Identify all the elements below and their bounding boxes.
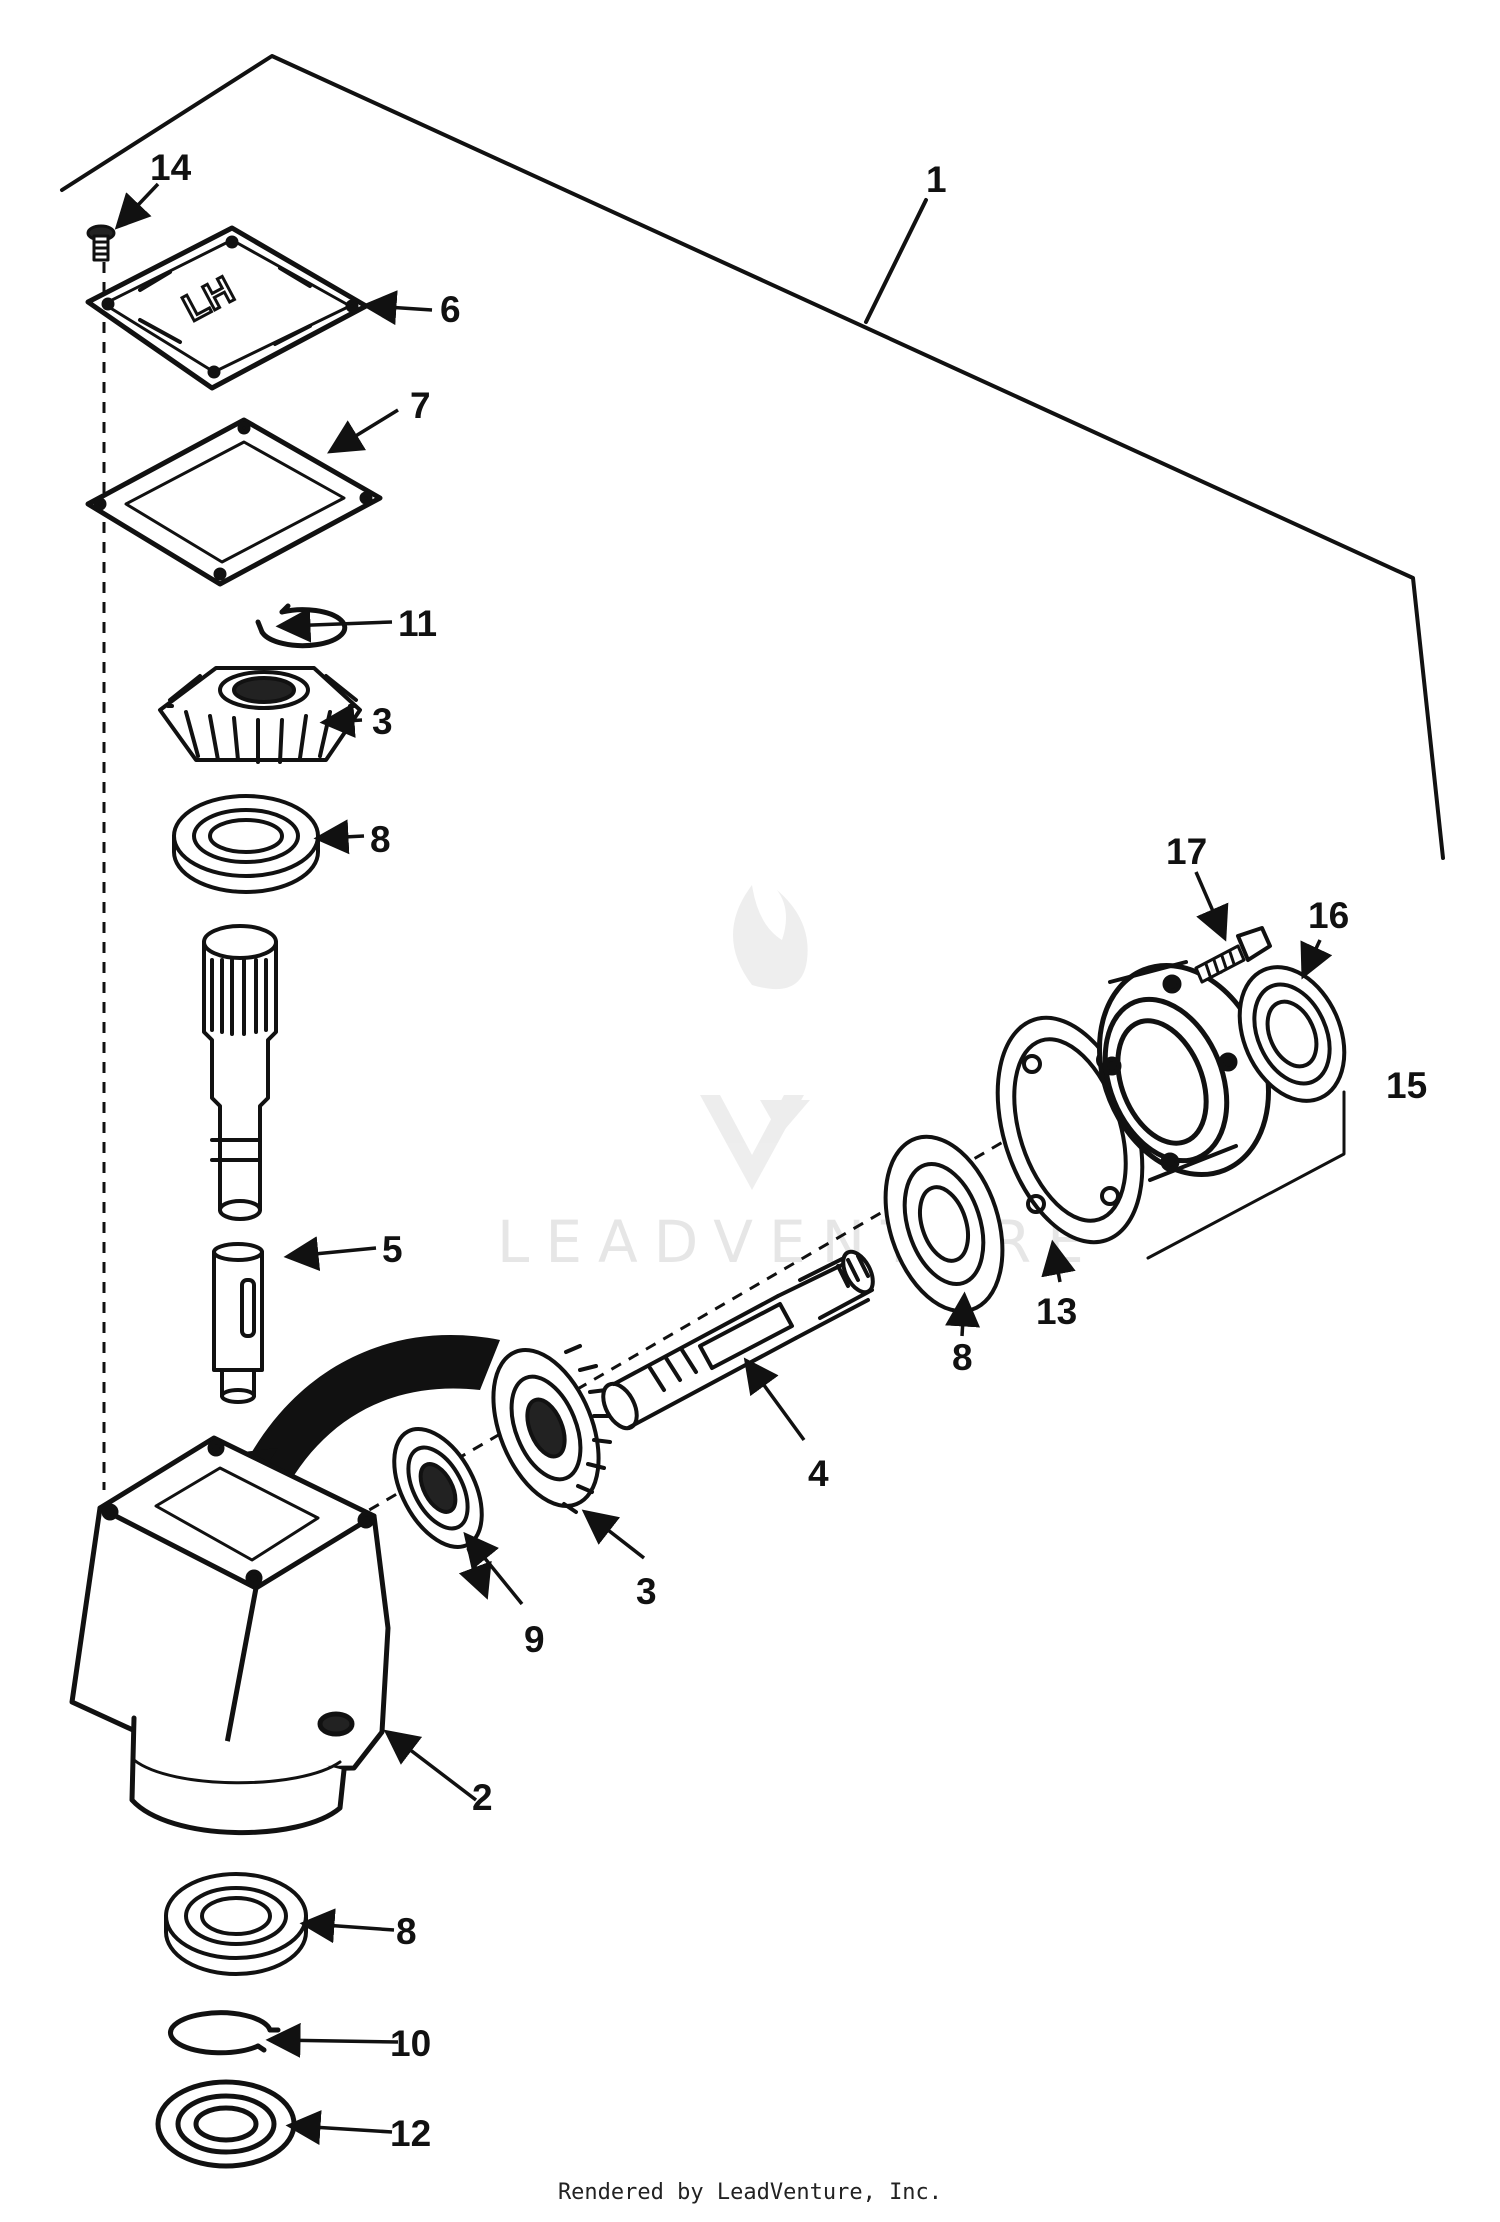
callout-15: 15: [1386, 1065, 1427, 1106]
bevel-gear-part-3-upper: [158, 666, 362, 764]
callout-8-bottom: 8: [396, 1911, 417, 1952]
bearing-part-8-upper: [172, 794, 320, 894]
callout-16: 16: [1308, 895, 1349, 936]
screw-part-14: [86, 224, 116, 262]
callout-4: 4: [808, 1453, 829, 1494]
vertical-shaft: [202, 924, 278, 1221]
callout-3-upper: 3: [372, 701, 393, 742]
footer-credit: Rendered by LeadVenture, Inc.: [557, 2180, 943, 2205]
seal-part-12: [155, 2079, 297, 2169]
assembly-bracket: [60, 54, 1445, 860]
cover-plate-part-6: [85, 225, 369, 391]
callout-9: 9: [524, 1619, 545, 1660]
callout-2: 2: [472, 1777, 493, 1818]
callout-12: 12: [390, 2113, 431, 2154]
bearing-part-9: [392, 1427, 484, 1549]
bearing-part-8-bottom: [164, 1872, 308, 1976]
callout-8-right: 8: [952, 1337, 973, 1378]
callout-labels: 1 14 6 7 11 3 8 5 17 16 15 13 8 4 3 9 2 …: [150, 147, 1427, 2154]
assembly-15-bracket: [1146, 1090, 1346, 1260]
bolt-part-17: [1194, 926, 1272, 984]
watermark-logo: [700, 885, 810, 1190]
callout-3-lower: 3: [636, 1571, 657, 1612]
key-part-5: [212, 1242, 264, 1404]
watermark-text: LEADVENTURE: [497, 1208, 1100, 1276]
callout-14: 14: [150, 147, 192, 188]
callout-8-upper: 8: [370, 819, 391, 860]
callout-1: 1: [926, 159, 947, 200]
bevel-gear-part-3-lower: [491, 1344, 612, 1514]
callout-11: 11: [398, 603, 437, 644]
seal-part-16: [1237, 965, 1347, 1103]
callout-10: 10: [390, 2023, 431, 2064]
callout-5: 5: [382, 1229, 403, 1270]
gasket-part-7: [85, 417, 383, 587]
callout-6: 6: [440, 289, 461, 330]
housing-part-2: [69, 1435, 391, 1835]
callout-7: 7: [410, 385, 431, 426]
leader-arrows: [114, 182, 1333, 2145]
callout-13: 13: [1036, 1291, 1077, 1332]
callout-17: 17: [1166, 831, 1207, 872]
snap-ring-part-10: [168, 2010, 281, 2056]
horizontal-shaft-part-4: [601, 1249, 875, 1431]
bearing-part-8-right: [883, 1134, 1005, 1314]
